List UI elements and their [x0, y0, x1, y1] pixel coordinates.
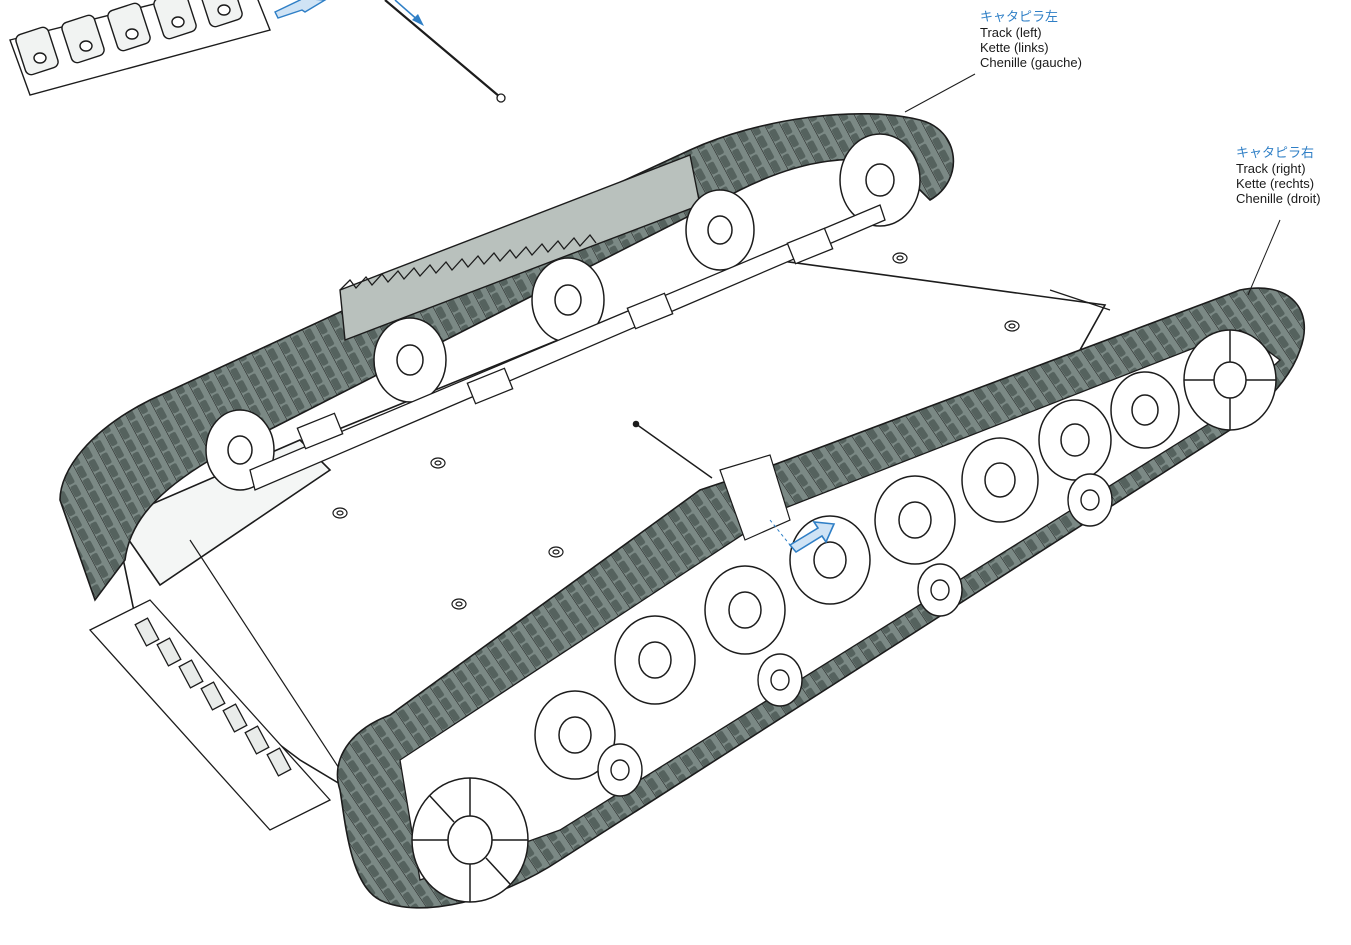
left-track-assembly — [59, 113, 955, 602]
left-track-leader — [904, 73, 976, 113]
right-track-assembly — [336, 287, 1306, 909]
right-track-label-de: Kette (rechts) — [1236, 176, 1315, 191]
left-track-label-en: Track (left) — [980, 25, 1042, 40]
drain-plugs — [332, 252, 1020, 610]
left-track-callout: キャタピラ左 Track (left) Kette (links) Chenil… — [980, 10, 1082, 70]
left-road-wheels — [205, 133, 921, 491]
front-track-spares — [134, 617, 292, 777]
left-suspension — [249, 204, 886, 491]
left-track-links — [59, 113, 955, 602]
right-track-leader — [1247, 219, 1281, 296]
left-track-label-de: Kette (links) — [980, 40, 1049, 55]
drive-sprocket — [411, 777, 529, 903]
right-track-label-en: Track (right) — [1236, 161, 1306, 176]
right-track-callout: キャタピラ右 Track (right) Kette (rechts) Chen… — [1236, 146, 1321, 206]
front-hull-detail — [88, 599, 332, 831]
return-rollers — [597, 473, 1113, 797]
track-pin-icon — [384, 0, 506, 103]
idler-wheel — [1183, 329, 1277, 431]
assembly-arrow-icon — [769, 519, 836, 554]
right-track-label-jp: キャタピラ右 — [1236, 146, 1315, 161]
right-road-wheels — [534, 371, 1180, 780]
track-link-segment-icon — [9, 0, 327, 96]
callout-leaders — [904, 73, 1281, 296]
left-track-label-jp: キャタピラ左 — [980, 10, 1059, 25]
left-track-label-fr: Chenille (gauche) — [980, 55, 1082, 70]
right-track-label-fr: Chenille (droit) — [1236, 191, 1321, 206]
